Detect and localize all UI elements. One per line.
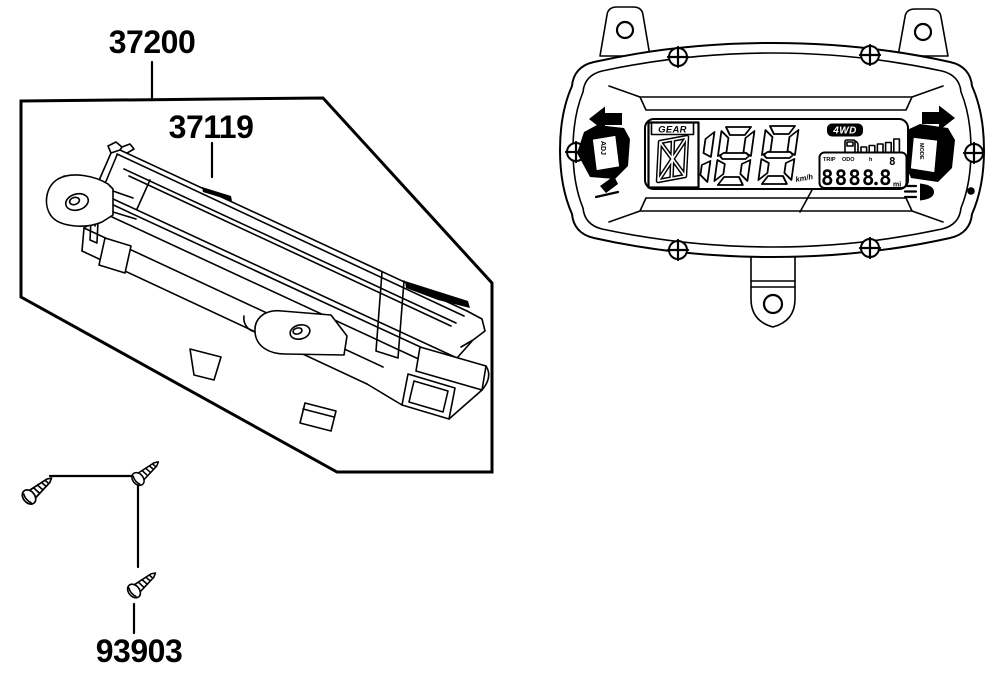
adjust-button-label: ADJ bbox=[599, 141, 606, 155]
gear-indicator-icon bbox=[655, 134, 690, 184]
odometer-odo-label: ODO bbox=[842, 157, 855, 163]
bezel-screw-icon bbox=[962, 141, 986, 165]
bottom-tab bbox=[299, 402, 337, 432]
left-ear-hole bbox=[64, 192, 90, 212]
mount-tab-bottom bbox=[750, 249, 796, 328]
mount-hole bbox=[762, 293, 784, 315]
bezel-screw-icon bbox=[858, 43, 882, 67]
part-number-lens: 37119 bbox=[169, 109, 254, 145]
set-reset-icon bbox=[594, 176, 620, 199]
part-number-screws: 93903 bbox=[96, 633, 182, 669]
clip-tab bbox=[98, 237, 132, 274]
shading-dash-right bbox=[405, 281, 470, 308]
shading-dash-left bbox=[202, 187, 232, 201]
meter-front-view: ADJ MODE GEAR bbox=[559, 6, 986, 328]
case-step-tab bbox=[189, 348, 222, 381]
connector-window bbox=[401, 373, 456, 420]
odometer-panel: TRIP ODO h 8 8888 8 mi bbox=[818, 151, 908, 190]
screw-icon bbox=[128, 455, 164, 489]
mount-tab-top-right bbox=[897, 8, 949, 57]
odometer-unit-label: mi bbox=[893, 182, 901, 189]
odometer-digits: 8888 bbox=[821, 166, 876, 190]
headlight-icon bbox=[903, 183, 934, 201]
speed-unit-label: km/h bbox=[795, 172, 814, 184]
bezel-screw-icon bbox=[666, 45, 690, 69]
screw-icon bbox=[18, 471, 58, 508]
drive-badge bbox=[827, 123, 863, 137]
bezel-screw-icon bbox=[858, 236, 882, 260]
right-turn-arrow-icon bbox=[922, 105, 955, 131]
face-bevel-lines bbox=[608, 85, 944, 223]
mount-tab-top-left bbox=[599, 6, 651, 57]
odometer-decimal-digit: 8 bbox=[879, 166, 893, 190]
center-ear-hole bbox=[289, 323, 311, 341]
part-number-assembly: 37200 bbox=[109, 24, 195, 60]
lcd-panel: GEAR km/h 4WD bbox=[644, 118, 909, 213]
odometer-clock-digit: 8 bbox=[889, 155, 896, 168]
screws-leader-line bbox=[48, 474, 140, 569]
mount-hole bbox=[615, 20, 635, 40]
odometer-hour-label: h bbox=[869, 157, 873, 163]
meter-housing-inner-line bbox=[572, 52, 972, 248]
mode-button-label: MODE bbox=[918, 143, 924, 160]
mount-hole bbox=[913, 22, 933, 42]
odometer-trip-label: TRIP bbox=[823, 157, 836, 163]
exploded-view-panel: 37200 37119 93903 bbox=[18, 24, 494, 669]
drive-badge-label: 4WD bbox=[832, 126, 856, 137]
screws-drawing bbox=[18, 455, 164, 635]
meter-assembly-drawing bbox=[45, 141, 490, 432]
part-box-outline bbox=[19, 96, 494, 474]
mode-button[interactable]: MODE bbox=[899, 124, 955, 182]
adjust-button[interactable]: ADJ bbox=[577, 125, 630, 179]
pilot-dot bbox=[967, 187, 975, 195]
screw-icon bbox=[124, 566, 162, 602]
gear-label: GEAR bbox=[658, 125, 687, 136]
bezel-screw-icon bbox=[666, 238, 690, 262]
